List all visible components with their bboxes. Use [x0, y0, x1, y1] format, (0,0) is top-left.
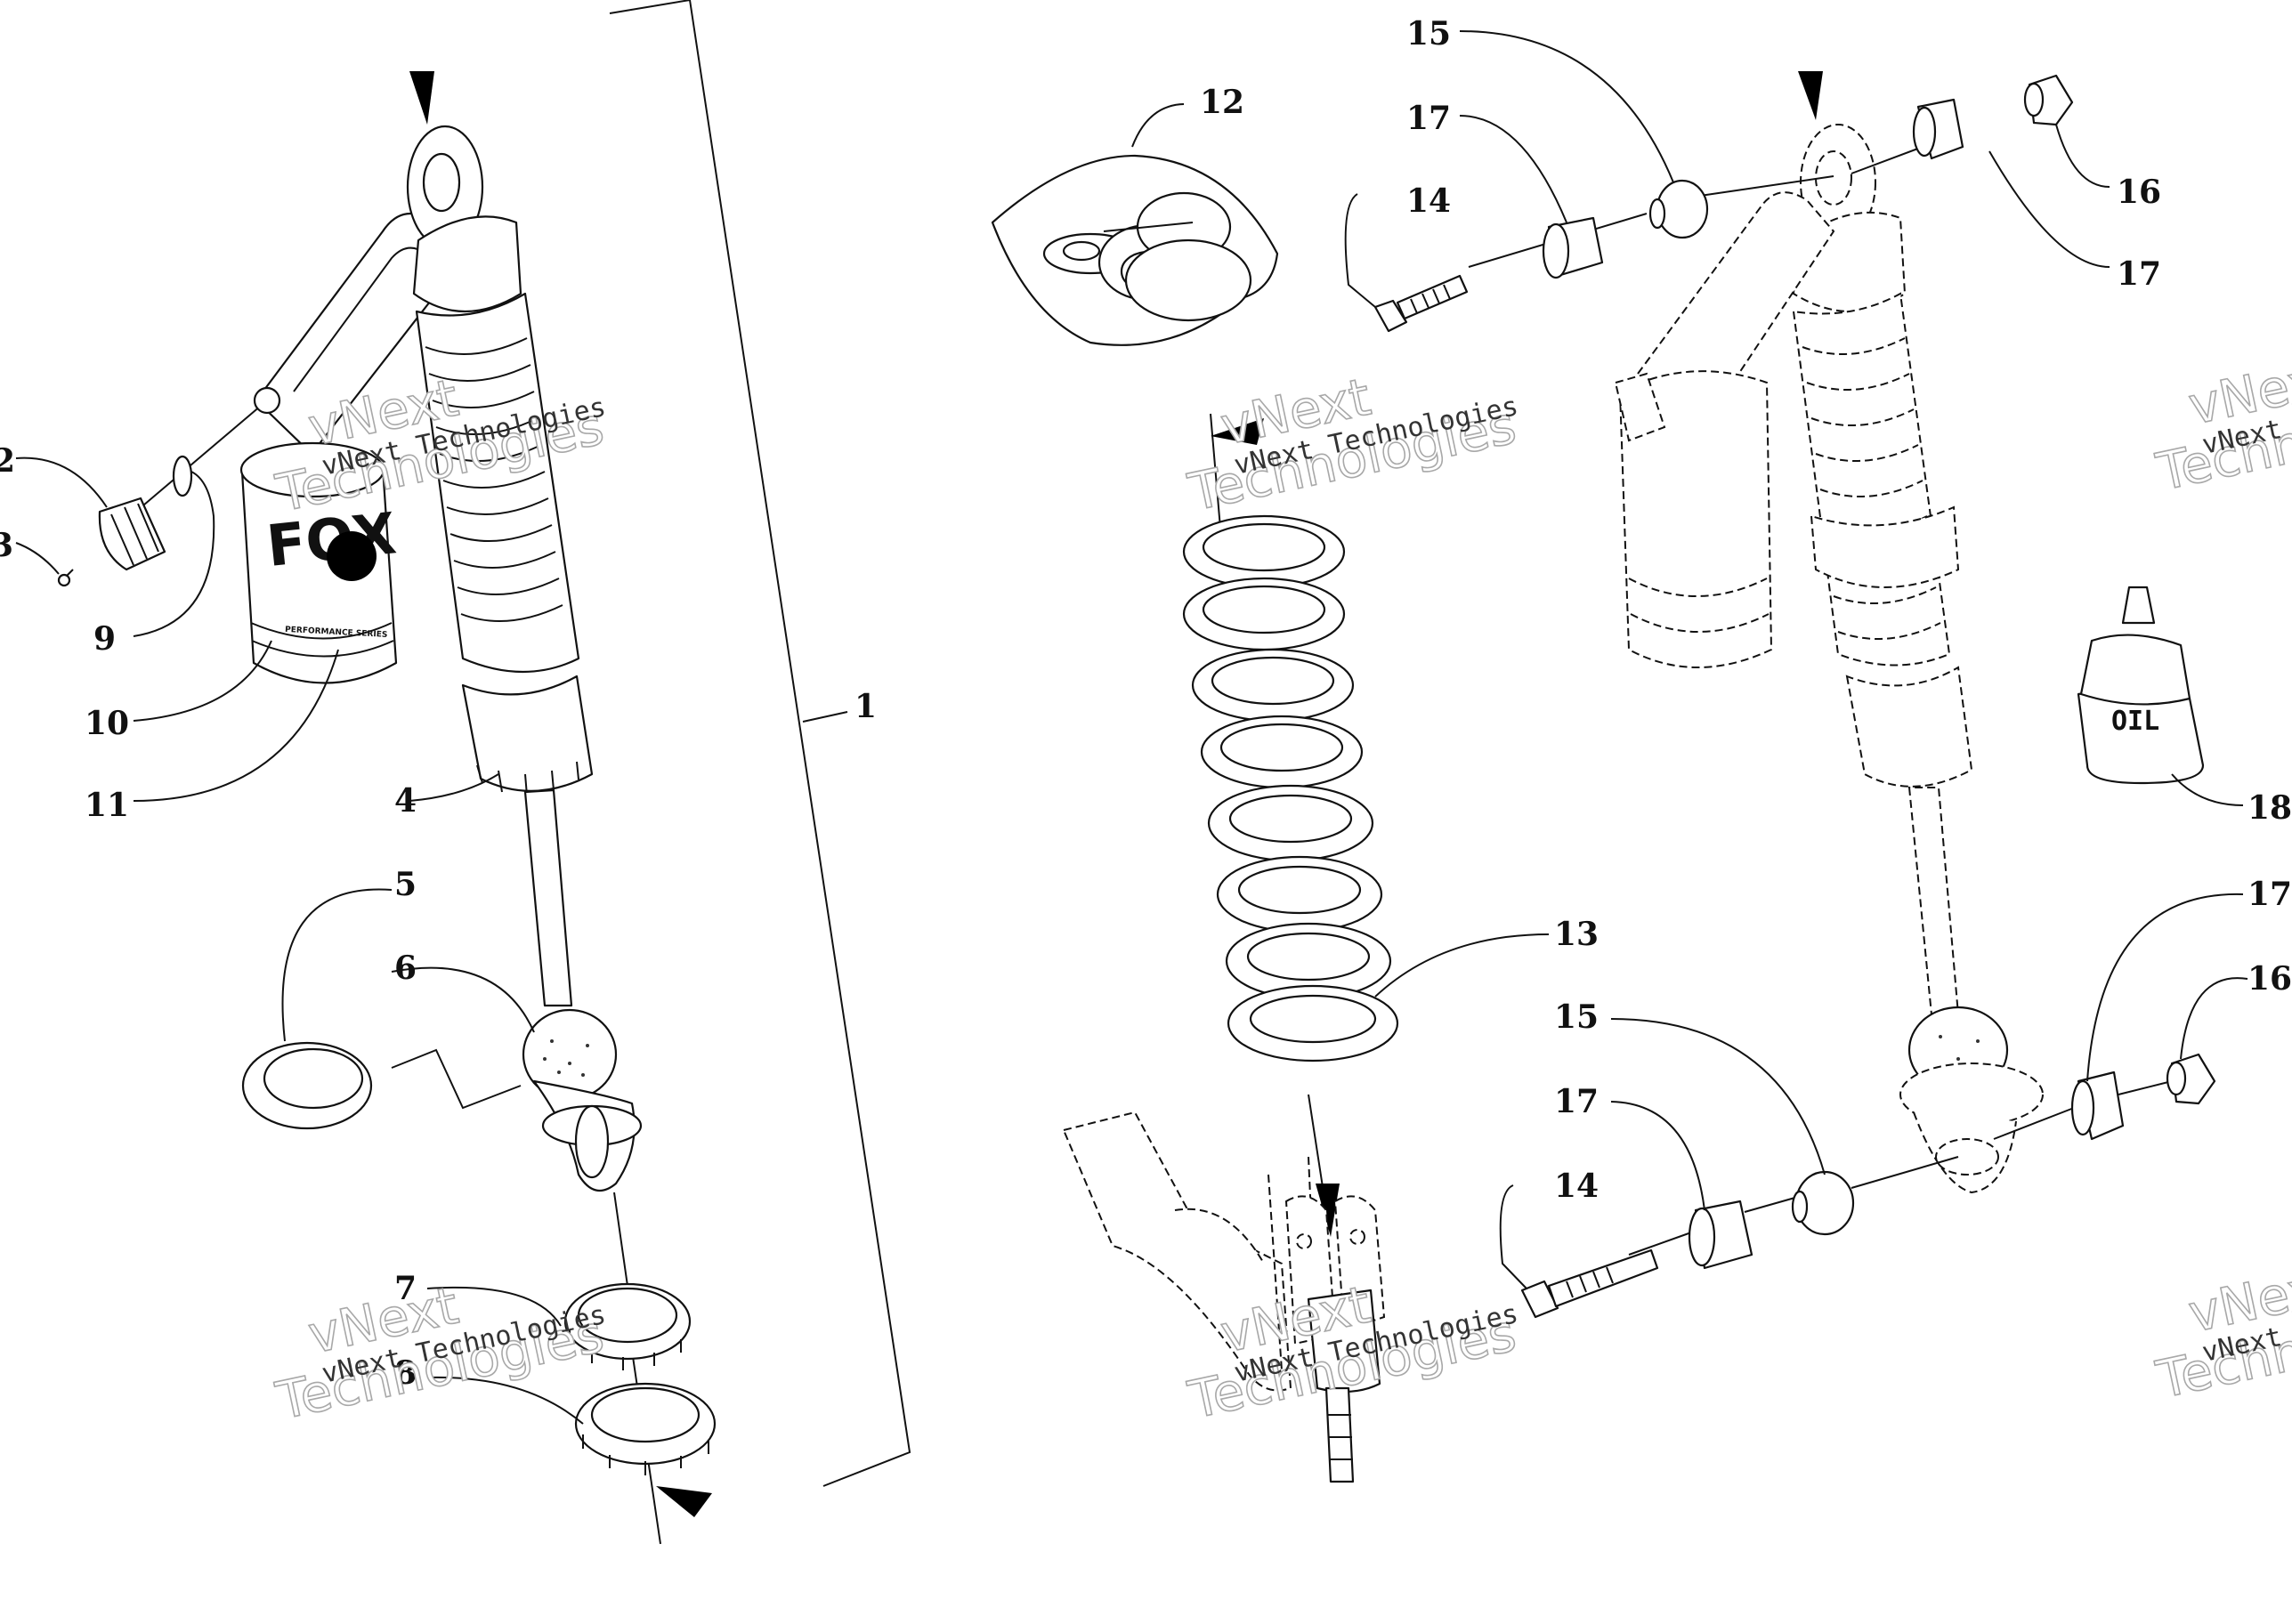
top-arrow-marker: [409, 71, 434, 125]
callout-11: 11: [85, 787, 129, 824]
frame-mount-dashed: [1062, 1111, 1386, 1483]
callout-15-lower: 15: [1554, 998, 1599, 1036]
callout-2: 2: [0, 442, 15, 480]
spring-top-arrow: [1211, 418, 1264, 445]
watermark-right-bottom: vNext Technologies vNext Technologies: [2150, 1253, 2292, 1411]
callout-10: 10: [85, 705, 129, 742]
callout-14-lower: 14: [1554, 1168, 1599, 1205]
callout-18: 18: [2247, 789, 2292, 827]
spring-collar: [461, 675, 594, 792]
bracket-leader: [802, 711, 848, 723]
callout-8: 8: [394, 1354, 417, 1392]
callout-17-upper-right: 17: [2117, 255, 2161, 293]
lower-hardware: [1499, 893, 2248, 1319]
seal-kit-12: [991, 103, 1279, 346]
callout-1: 1: [854, 688, 877, 725]
bolt-14-upper: [1373, 299, 1408, 333]
adjuster-knob-2: [98, 497, 166, 571]
callout-7: 7: [394, 1270, 417, 1307]
callout-17-upper-left: 17: [1406, 100, 1451, 137]
callout-16-lower: 16: [2247, 960, 2292, 998]
washer-9: [172, 455, 193, 497]
upper-cap: [412, 215, 522, 313]
callout-17-lower-left: 17: [1554, 1083, 1599, 1120]
bottom-arrow-marker: [656, 1486, 712, 1517]
upper-hardware: [1344, 30, 2110, 333]
callout-5: 5: [394, 866, 417, 903]
callout-3: 3: [0, 527, 13, 564]
dashed-shock-reference: [1614, 71, 2044, 1194]
callout-labels: 1 2 3 4 5 6 7 8 9 10 11 12 13 14 14 15 1…: [0, 15, 2292, 1392]
callout-16-upper: 16: [2117, 174, 2161, 211]
oil-bottle-label: OIL: [2111, 706, 2159, 737]
coil-spring-13: [1182, 413, 1550, 1237]
watermark-right-top: vNext Technologies vNext Technologies: [2150, 345, 2292, 504]
callout-6: 6: [394, 949, 417, 987]
callout-14-upper: 14: [1406, 182, 1451, 220]
lock-ring-7: [563, 1282, 692, 1370]
shock-shaft: [523, 788, 573, 1007]
callout-9: 9: [93, 620, 116, 658]
oil-bottle-18: OIL: [2077, 586, 2244, 806]
body-ribs: [425, 337, 563, 622]
bolt-14-lower: [1520, 1280, 1559, 1319]
lock-ring-8: [574, 1382, 717, 1475]
right-top-arrow: [1798, 71, 1823, 120]
assembly-bracket: [609, 0, 911, 1487]
shock-assembly: FOX PERFORMANCE SERIES: [15, 0, 911, 1545]
callout-12: 12: [1200, 84, 1244, 121]
watermark-middle-bottom: vNext Technologies vNext Technologies: [1182, 1273, 1521, 1432]
watermark-middle-top: vNext Technologies vNext Technologies: [1182, 366, 1521, 524]
svg-text:vNext: vNext: [304, 368, 464, 458]
spring-bottom-arrow: [1316, 1184, 1340, 1237]
callout-15-upper: 15: [1406, 15, 1451, 53]
watermark-left-bottom: vNext Technologies vNext Technologies: [271, 1274, 610, 1433]
callout-17-lower-right: 17: [2247, 876, 2292, 913]
bearing-texture: [543, 1039, 589, 1077]
shock-body: [415, 292, 580, 674]
callout-13: 13: [1554, 916, 1599, 953]
callout-4: 4: [394, 782, 417, 820]
